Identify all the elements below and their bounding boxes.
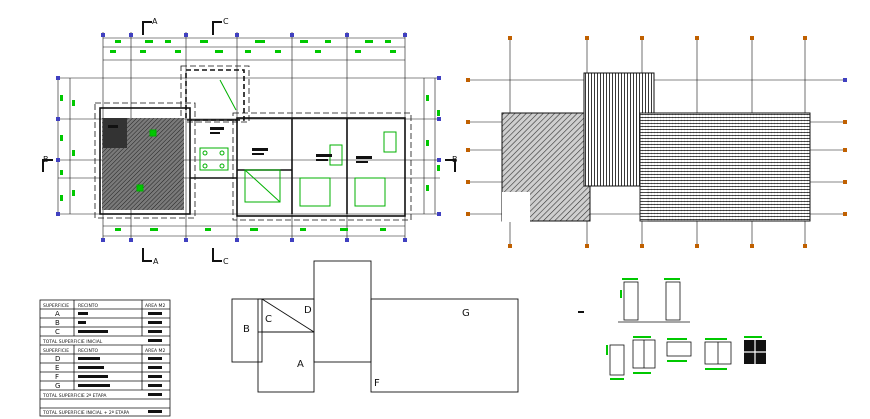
section-label-a-top: A <box>152 17 158 26</box>
door-window-details <box>578 278 766 380</box>
table-total-2da-etapa: TOTAL SUPERFICIE 2ª ETAPA <box>42 393 107 399</box>
grid-markers <box>56 33 441 242</box>
dimension-ticks <box>60 40 440 231</box>
table-row-a: A <box>55 310 60 318</box>
table-value-bars <box>78 312 162 413</box>
table-row-e: E <box>55 364 59 372</box>
table-row-d: D <box>55 355 60 363</box>
table-header-recinto-1: RECINTO <box>78 303 99 309</box>
room-labels <box>108 125 372 163</box>
surface-table: SUPERFICIE RECINTO AREA M2 A B C TOTAL S… <box>39 299 171 417</box>
section-label-c-top: C <box>223 17 229 26</box>
table-header-superficie-2: SUPERFICIE <box>43 348 69 354</box>
zone-label-b: B <box>243 324 250 335</box>
roof-left-overhang <box>502 192 530 222</box>
table-row-g: G <box>55 382 60 390</box>
zone-label-g: G <box>462 308 470 319</box>
table-header-area-1: AREA M2 <box>145 303 165 309</box>
table-row-c: C <box>55 328 60 336</box>
roof-plan <box>466 36 847 248</box>
stair-block <box>103 118 127 148</box>
section-label-c-bottom: C <box>223 257 229 266</box>
table-row-f: F <box>55 373 59 381</box>
table-total-general: TOTAL SUPERFICIE INICIAL + 2ª ETAPA <box>42 410 130 416</box>
zoning-diagram <box>231 260 519 393</box>
section-label-b-right: B <box>452 155 458 164</box>
zone-label-d: D <box>304 305 312 316</box>
floor-plan: A C A C B B <box>42 17 458 266</box>
section-label-a-bottom: A <box>153 257 159 266</box>
table-row-b: B <box>55 319 60 327</box>
zone-label-f: F <box>374 378 380 389</box>
furniture <box>136 79 397 207</box>
setback-lines <box>94 65 412 221</box>
zone-label-a: A <box>297 359 304 370</box>
roof-right-wing-inner <box>639 112 811 222</box>
table-header-superficie-1: SUPERFICIE <box>43 303 69 309</box>
zone-label-c: C <box>265 314 272 325</box>
table-header-area-2: AREA M2 <box>145 348 165 354</box>
table-header-recinto-2: RECINTO <box>78 348 99 354</box>
roof-grid-markers <box>466 36 847 248</box>
section-label-b-left: B <box>43 155 49 164</box>
section-markers <box>42 21 456 262</box>
table-total-inicial: TOTAL SUPERFICIE INICIAL <box>42 339 103 345</box>
